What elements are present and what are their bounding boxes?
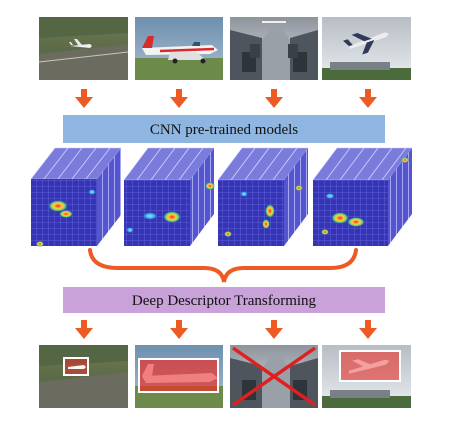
detection-box: [339, 350, 401, 382]
input-photo-4: [322, 17, 411, 80]
output-result-3: [230, 345, 318, 408]
arrow-down: [75, 320, 93, 339]
detection-box: [63, 357, 89, 376]
airplane-icon: [343, 32, 389, 55]
deep-descriptor-transforming-label: Deep Descriptor Transforming: [132, 293, 317, 309]
input-photo-2: [135, 17, 223, 80]
arrow-down: [170, 320, 188, 339]
arrow-down: [265, 320, 283, 339]
feature-map-stack-4: [312, 147, 413, 246]
cnn-pretrained-models-box: CNN pre-trained models: [63, 115, 385, 143]
arrow-down: [265, 89, 283, 108]
airplane-icon: [142, 36, 218, 64]
arrow-down: [170, 89, 188, 108]
arrow-down: [359, 320, 377, 339]
feature-map-stack-2: [123, 147, 215, 246]
feature-map-stack-1: [30, 147, 122, 247]
output-result-1: [39, 345, 128, 408]
detection-box: [138, 358, 219, 393]
arrow-down: [359, 89, 377, 108]
arrow-down: [75, 89, 93, 108]
input-photo-3: [230, 17, 318, 80]
cnn-pretrained-models-label: CNN pre-trained models: [150, 122, 298, 138]
output-result-4: [322, 345, 411, 408]
input-photo-1: [38, 17, 129, 80]
deep-descriptor-transforming-box: Deep Descriptor Transforming: [63, 287, 385, 313]
output-result-2: [135, 345, 223, 408]
airplane-icon: [69, 39, 92, 48]
aggregation-bracket: [88, 248, 358, 283]
feature-map-stack-3: [217, 147, 309, 246]
reject-cross-icon: [232, 346, 316, 407]
